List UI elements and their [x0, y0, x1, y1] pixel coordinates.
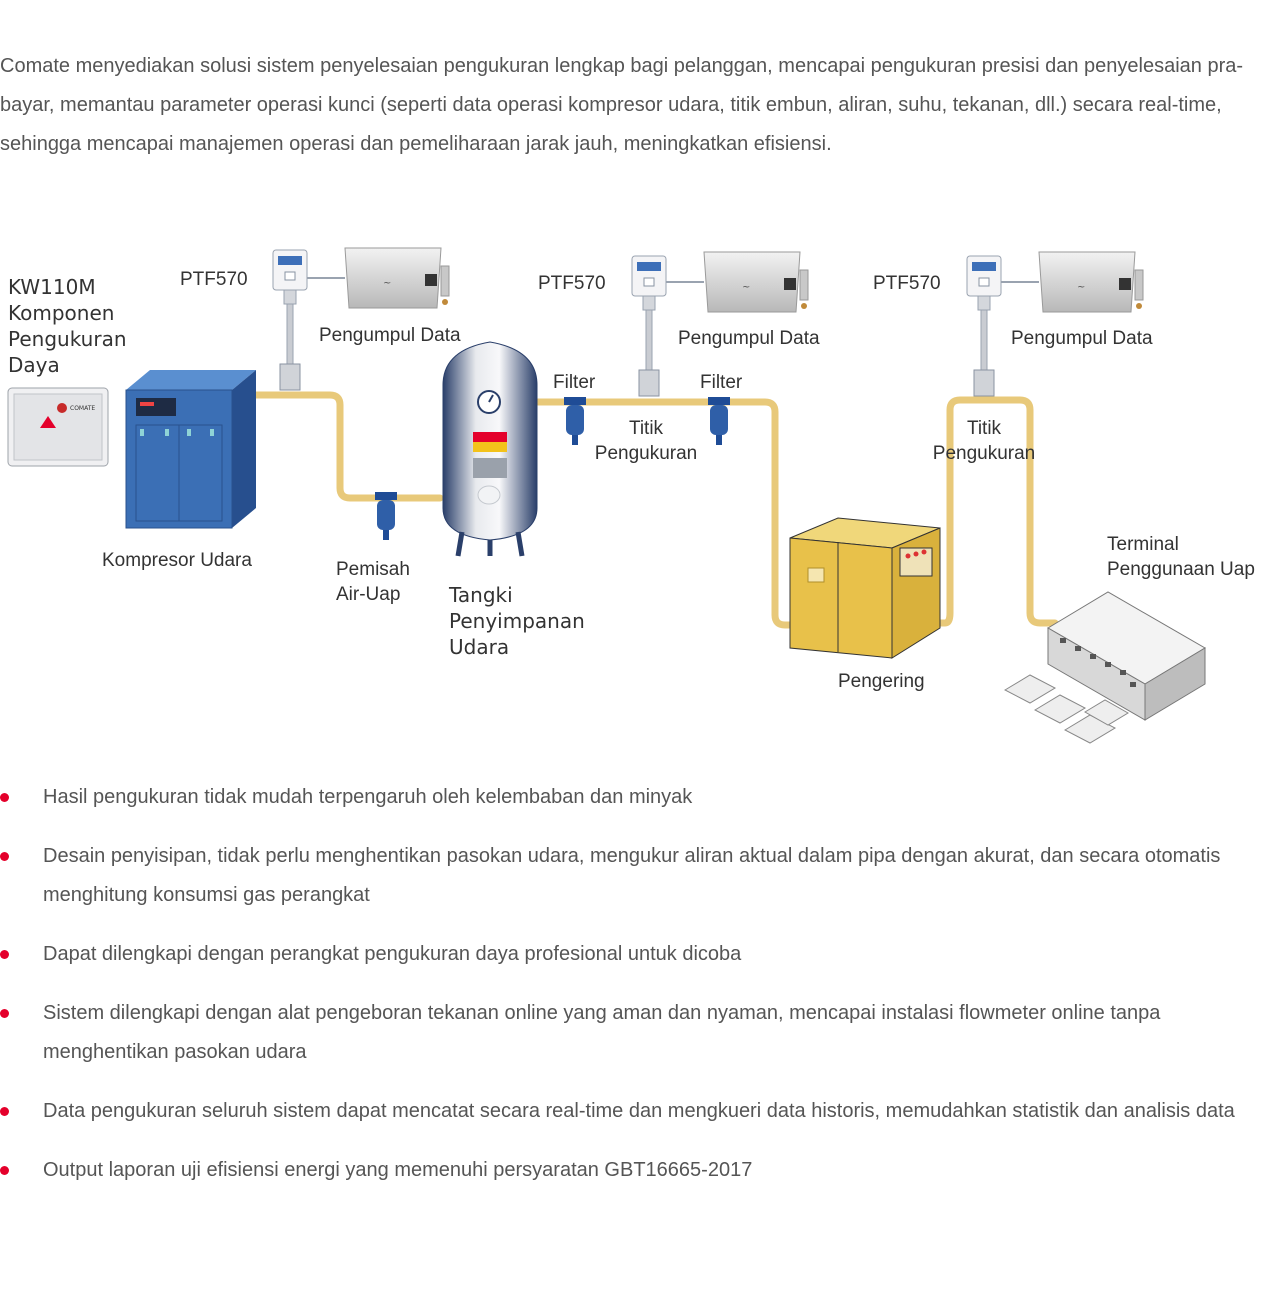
air-pipe-network — [251, 391, 1059, 629]
air-compressor — [125, 370, 256, 529]
power-module-label-4: Daya — [8, 353, 60, 377]
feature-item: Output laporan uji efisiensi energi yang… — [0, 1151, 1270, 1190]
tank-label-1: Tangki — [448, 583, 513, 607]
feature-item: Desain penyisipan, tidak perlu menghenti… — [0, 837, 1270, 915]
flowmeter-3 — [966, 255, 1002, 397]
bullet-dot-icon — [0, 1166, 9, 1175]
feature-item: Hasil pengukuran tidak mudah terpengaruh… — [0, 778, 1270, 817]
tank-label-3: Udara — [449, 635, 509, 659]
intro-paragraph: Comate menyediakan solusi sistem penyele… — [0, 55, 1244, 155]
separator-label-1: Pemisah — [336, 559, 410, 580]
svg-text:COMATE: COMATE — [70, 405, 95, 412]
bullet-dot-icon — [0, 950, 9, 959]
feature-text: Hasil pengukuran tidak mudah terpengaruh… — [43, 786, 693, 808]
compressor-label: Kompresor Udara — [102, 550, 252, 571]
measure-point-label-1a: Titik — [629, 418, 664, 439]
air-storage-tank — [442, 341, 538, 557]
feature-text: Data pengukuran seluruh sistem dapat men… — [43, 1100, 1235, 1122]
power-module-label-3: Pengukuran — [8, 327, 127, 351]
power-module-label-2: Komponen — [8, 301, 114, 325]
bullet-dot-icon — [0, 793, 9, 802]
feature-text: Output laporan uji efisiensi energi yang… — [43, 1159, 753, 1181]
collector-label-2: Pengumpul Data — [678, 328, 820, 349]
feature-text: Dapat dilengkapi dengan perangkat penguk… — [43, 943, 742, 965]
filter-2 — [708, 397, 730, 445]
power-measurement-module: COMATE — [7, 387, 109, 467]
filter-label-1: Filter — [553, 372, 596, 393]
meter-label-3: PTF570 — [873, 273, 941, 294]
measure-point-label-2b: Pengukuran — [933, 443, 1035, 464]
feature-item: Dapat dilengkapi dengan perangkat penguk… — [0, 935, 1270, 974]
collector-label-3: Pengumpul Data — [1011, 328, 1153, 349]
terminal-label-1: Terminal — [1107, 534, 1179, 555]
tank-label-2: Penyimpanan — [449, 609, 585, 633]
measure-point-label-1b: Pengukuran — [595, 443, 697, 464]
air-dryer — [789, 517, 941, 659]
bullet-dot-icon — [0, 1107, 9, 1116]
air-usage-terminal — [1003, 591, 1206, 744]
bullet-dot-icon — [0, 1009, 9, 1018]
filter-label-2: Filter — [700, 372, 743, 393]
feature-text: Desain penyisipan, tidak perlu menghenti… — [43, 845, 1221, 906]
filter-1 — [564, 397, 586, 445]
feature-list: Hasil pengukuran tidak mudah terpengaruh… — [0, 778, 1270, 1210]
dryer-label: Pengering — [838, 671, 925, 692]
meter-label-1: PTF570 — [180, 269, 248, 290]
separator-label-2: Air-Uap — [336, 584, 400, 605]
feature-text: Sistem dilengkapi dengan alat pengeboran… — [43, 1002, 1161, 1063]
flowmeter-2 — [631, 255, 667, 397]
terminal-label-2: Penggunaan Uap — [1107, 559, 1255, 580]
feature-item: Data pengukuran seluruh sistem dapat men… — [0, 1092, 1270, 1131]
feature-item: Sistem dilengkapi dengan alat pengeboran… — [0, 994, 1270, 1072]
separator-filter — [375, 492, 397, 540]
data-collector-2 — [703, 251, 809, 313]
bullet-dot-icon — [0, 852, 9, 861]
measure-point-label-2a: Titik — [967, 418, 1002, 439]
data-collector-1 — [344, 247, 450, 309]
meter-label-2: PTF570 — [538, 273, 606, 294]
flowmeter-1 — [272, 249, 308, 391]
collector-label-1: Pengumpul Data — [319, 325, 461, 346]
data-collector-3 — [1038, 251, 1144, 313]
system-diagram: ~ COMATE KW110M Komponen Pengukuran Daya — [7, 247, 1255, 744]
power-module-label-1: KW110M — [8, 275, 96, 299]
